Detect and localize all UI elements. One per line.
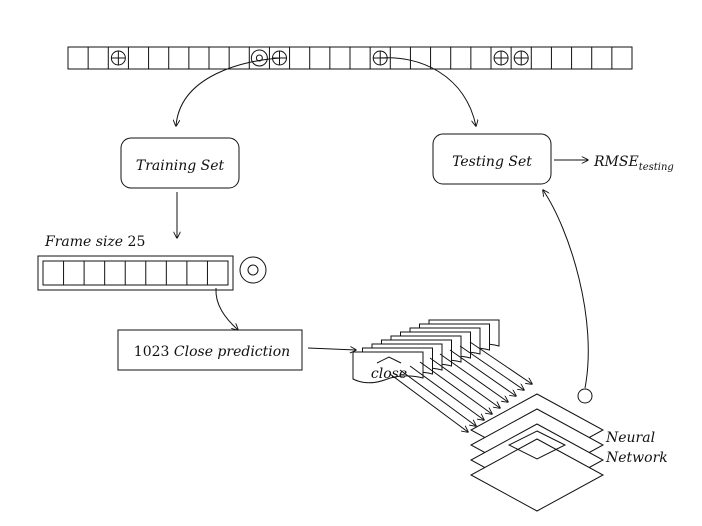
rmse-main: RMSE — [593, 154, 639, 170]
nn-input-arrow — [469, 341, 532, 384]
nn-input-arrow — [389, 373, 468, 432]
frame-target-inner-circle — [247, 264, 259, 276]
rmse-subscript: testing — [639, 162, 674, 173]
frame-window-cells — [42, 260, 229, 286]
arrow-network-to-testing — [543, 190, 589, 389]
arrows-to-neural-network — [389, 341, 532, 432]
nn-input-arrow — [419, 361, 492, 414]
training-set-label: Training Set — [136, 158, 225, 174]
training-set-box — [120, 137, 240, 189]
frame-target-outer-circle — [239, 256, 267, 284]
strip-target-marker — [250, 49, 268, 67]
network-output-circle — [577, 388, 593, 404]
prediction-box — [117, 329, 303, 371]
strip-plus-marker — [493, 50, 509, 66]
strip-plus-marker — [513, 50, 529, 66]
neural-label: Neural — [605, 430, 655, 446]
prediction-card — [352, 351, 424, 384]
prediction-text: Close prediction — [169, 344, 290, 360]
testing-set-label: Testing Set — [452, 154, 532, 170]
close-hat-icon — [376, 356, 402, 364]
arrow-prediction-to-stack — [307, 348, 356, 350]
nn-input-arrow — [409, 365, 484, 420]
prediction-label: 1023 Close prediction — [134, 344, 290, 360]
nn-input-arrow — [449, 349, 516, 396]
nn-layer — [469, 438, 605, 512]
nn-layer-inner — [507, 430, 567, 460]
arrow-frame-to-prediction — [215, 287, 238, 330]
rmse-label: RMSEtesting — [593, 154, 674, 173]
nn-input-arrow — [429, 357, 500, 408]
close-label: close — [371, 366, 407, 382]
arrow-to-testing-set — [379, 57, 476, 126]
frame-size-text: Frame size — [44, 234, 128, 250]
frame-window-outer — [37, 255, 234, 291]
strip-plus-marker — [110, 50, 126, 66]
prediction-count: 1023 — [134, 344, 170, 360]
prediction-card-stack: close — [352, 319, 500, 384]
network-label: Network — [605, 450, 668, 466]
nn-input-arrow — [399, 369, 476, 426]
frame-size-label: Frame size 25 — [44, 234, 145, 250]
time-series-strip — [67, 46, 633, 70]
testing-set-box — [432, 133, 552, 185]
frame-size-value: 25 — [128, 234, 146, 250]
nn-input-arrow — [459, 345, 524, 390]
neural-network-layers — [469, 393, 605, 512]
frame-inner-outline — [42, 260, 229, 286]
nn-input-arrow — [439, 353, 508, 402]
arrow-to-training-set — [176, 57, 282, 126]
